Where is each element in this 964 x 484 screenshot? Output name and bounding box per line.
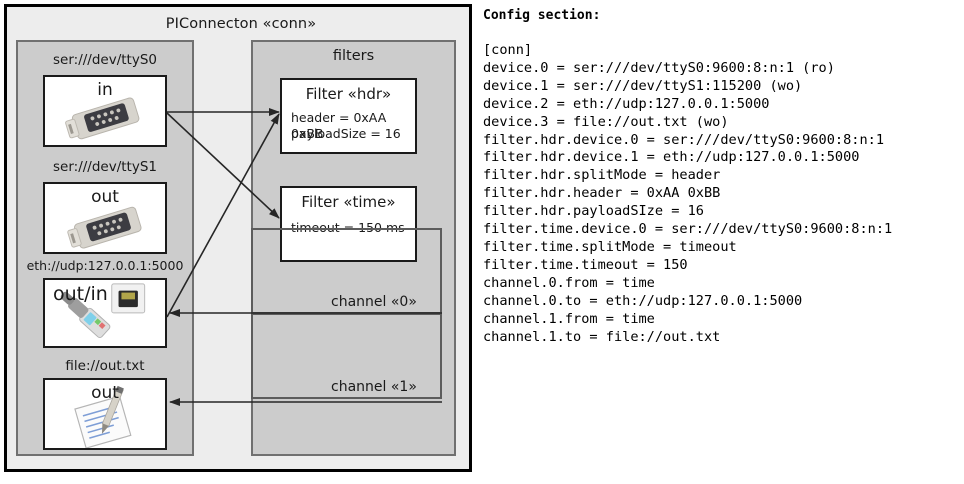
device-label-eth: eth://udp:127.0.0.1:5000: [26, 258, 184, 273]
config-heading: Config section:: [483, 8, 601, 23]
device-box-ttyS1[interactable]: out: [43, 182, 167, 254]
channel-label-0: channel «0»: [331, 294, 417, 310]
config-line: device.3 = file://out.txt (wo): [483, 113, 729, 130]
config-line: channel.0.from = time: [483, 274, 655, 291]
device-label-ttyS0: ser:///dev/ttyS0: [53, 52, 157, 68]
ethernet-plug-icon: [60, 283, 146, 339]
filter-prop-time-timeout: timeout = 150 ms: [291, 220, 405, 235]
text-file-icon: [74, 385, 132, 448]
device-caption-outin: out/in: [53, 283, 108, 305]
filter-box-hdr[interactable]: Filter «hdr» header = 0xAA 0xBB payloadS…: [280, 78, 417, 154]
device-caption-out: out: [91, 187, 119, 207]
config-line: filter.time.timeout = 150: [483, 256, 688, 273]
filters-group-title: filters: [332, 48, 375, 64]
config-line: device.1 = ser:///dev/ttyS1:115200 (wo): [483, 77, 803, 94]
device-caption-out-file: out: [91, 383, 119, 403]
config-text-block: [conn]device.0 = ser:///dev/ttyS0:9600:8…: [483, 42, 892, 346]
config-line: filter.hdr.splitMode = header: [483, 167, 721, 184]
device-label-file: file://out.txt: [65, 358, 145, 374]
config-line: channel.1.from = time: [483, 310, 655, 327]
serial-port-icon: [67, 206, 142, 249]
filter-title-hdr: Filter «hdr»: [305, 85, 392, 103]
config-line: filter.time.splitMode = timeout: [483, 238, 737, 255]
serial-port-icon: [65, 97, 140, 140]
config-line: channel.1.to = file://out.txt: [483, 328, 721, 345]
config-line: device.0 = ser:///dev/ttyS0:9600:8:n:1 (…: [483, 59, 835, 76]
filter-prop-hdr-header: header = 0xAA 0xBB: [291, 110, 387, 141]
device-box-eth[interactable]: out/in: [43, 278, 167, 348]
page-title: PIConnecton «conn»: [165, 16, 317, 32]
config-line: filter.hdr.header = 0xAA 0xBB: [483, 185, 721, 202]
channel-box-1[interactable]: [251, 313, 442, 399]
channel-label-1: channel «1»: [331, 379, 417, 395]
filter-box-time[interactable]: Filter «time» timeout = 150 ms: [280, 186, 417, 262]
device-caption-in: in: [97, 80, 113, 100]
device-label-ttyS1: ser:///dev/ttyS1: [53, 159, 157, 175]
device-box-ttyS0[interactable]: in: [43, 75, 167, 147]
config-line: filter.hdr.device.1 = eth://udp:127.0.0.…: [483, 149, 860, 166]
config-line: filter.hdr.payloadSIze = 16: [483, 203, 704, 220]
config-line: channel.0.to = eth://udp:127.0.0.1:5000: [483, 292, 803, 309]
filter-prop-hdr-payload: payloadSize = 16: [291, 126, 401, 141]
config-line: device.2 = eth://udp:127.0.0.1:5000: [483, 95, 770, 112]
config-line: [conn]: [483, 42, 533, 58]
device-box-file[interactable]: out: [43, 378, 167, 450]
config-line: filter.hdr.device.0 = ser:///dev/ttyS0:9…: [483, 131, 885, 148]
filter-title-time: Filter «time»: [301, 193, 396, 211]
config-line: filter.time.device.0 = ser:///dev/ttyS0:…: [483, 221, 893, 238]
